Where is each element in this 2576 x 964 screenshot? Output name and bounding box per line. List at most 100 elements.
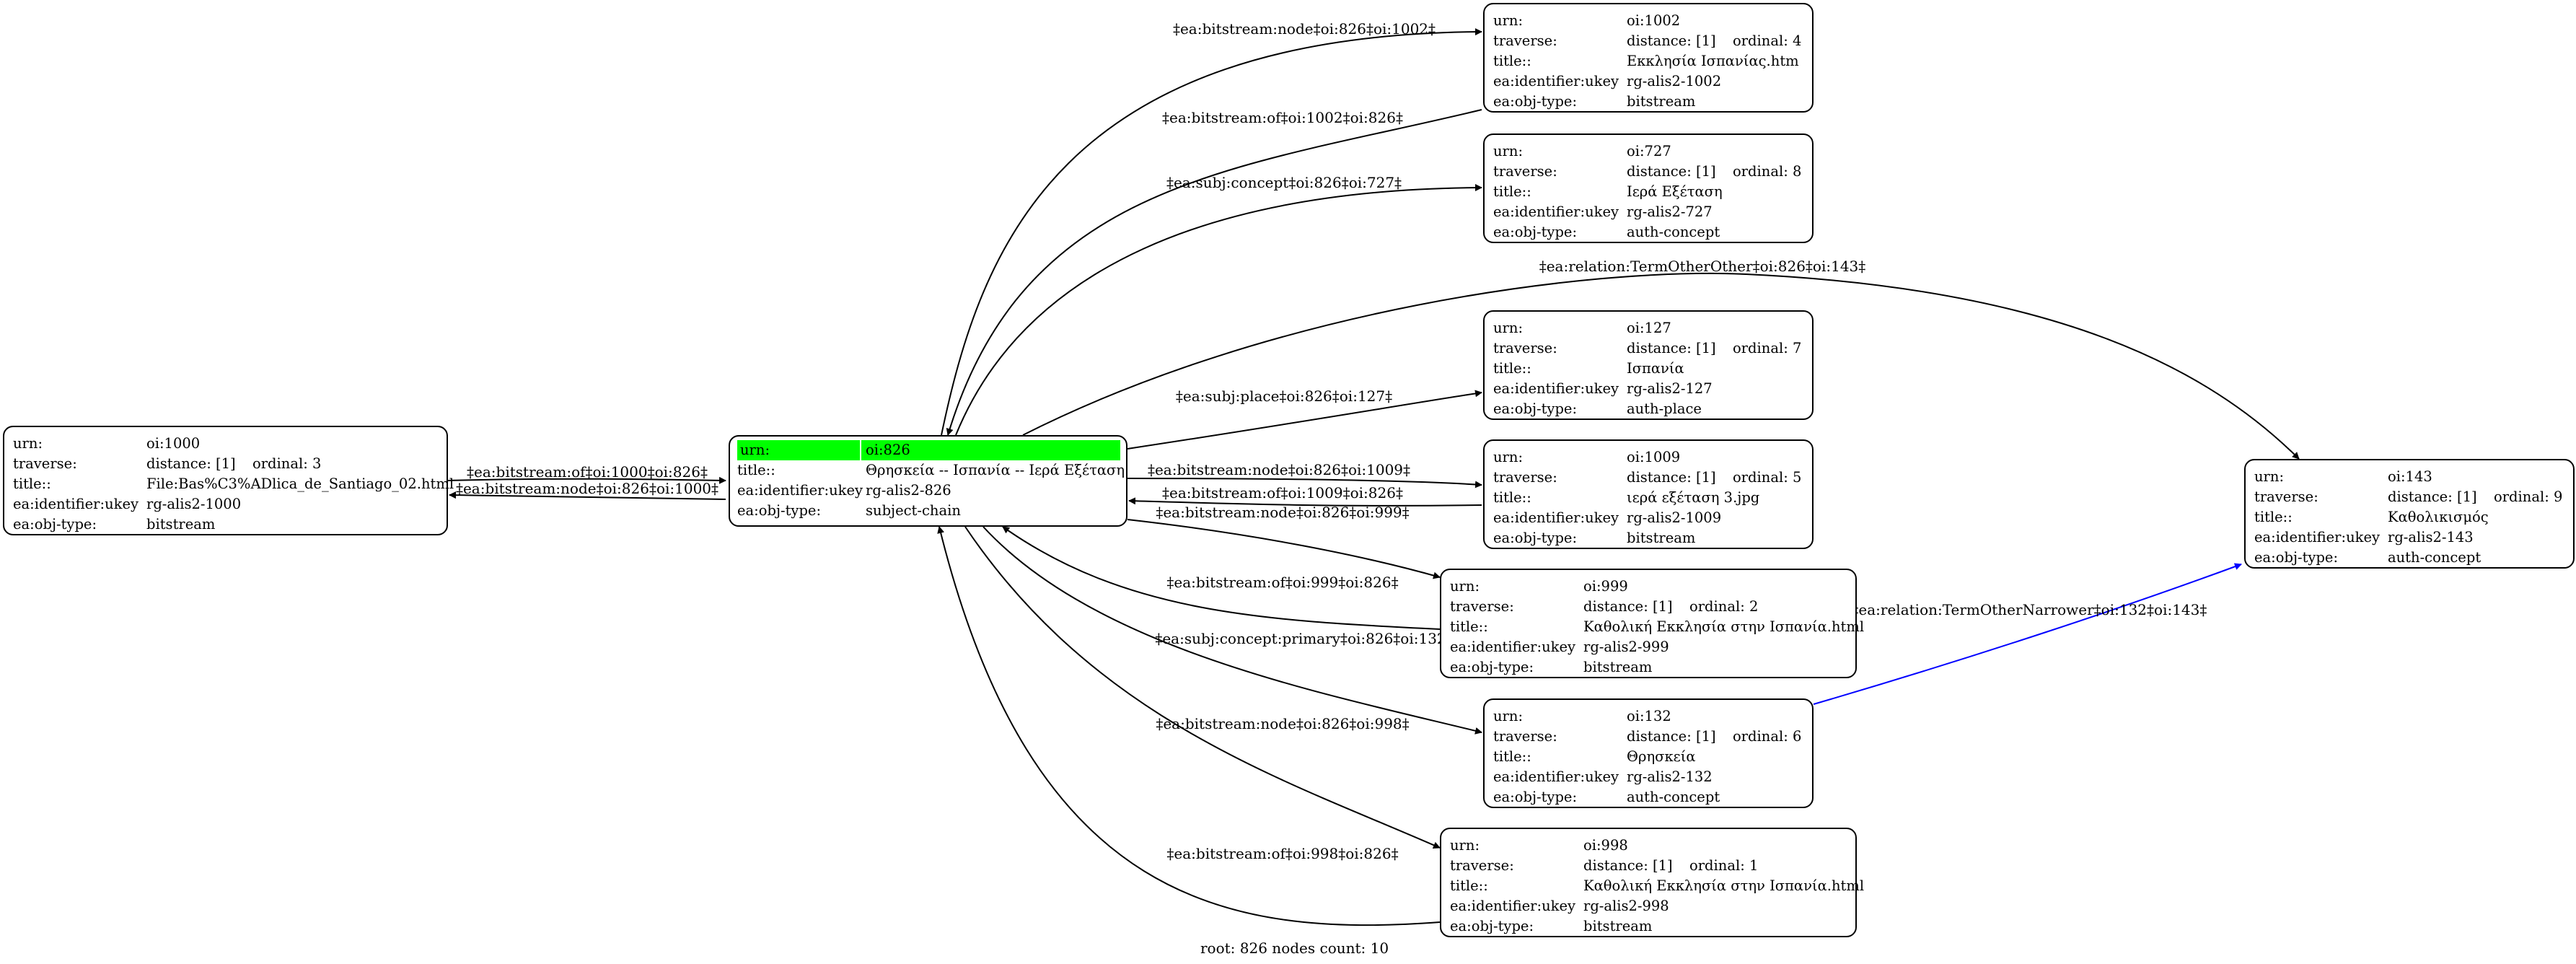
row-ordinal: ordinal: 5 xyxy=(1733,469,1802,486)
row-ordinal: ordinal: 6 xyxy=(1733,728,1802,745)
node-oi-127[interactable]: urn:oi:127 traverse:distance: [1]ordinal… xyxy=(1483,310,1814,420)
row-value: oi:826 xyxy=(866,442,910,458)
row-value: auth-concept xyxy=(1627,224,1720,240)
node-row: urn:oi:127 xyxy=(1493,318,1805,338)
row-value: rg-alis2-1000 xyxy=(146,496,242,512)
node-row: urn:oi:998 xyxy=(1450,836,1848,856)
row-key: ea:identifier:ukey xyxy=(13,496,139,512)
node-row: ea:obj-type:bitstream xyxy=(1493,92,1805,112)
row-ordinal: ordinal: 2 xyxy=(1689,598,1759,615)
node-oi-998[interactable]: urn:oi:998 traverse:distance: [1]ordinal… xyxy=(1440,828,1864,937)
row-value: rg-alis2-127 xyxy=(1627,380,1713,397)
edge-of-1002-826 xyxy=(946,109,1482,436)
node-row: traverse: distance: [1] ordinal: 2 xyxy=(1450,597,1848,617)
edge-label: ‡ea:bitstream:node‡oi:826‡oi:1002‡ xyxy=(1173,20,1436,38)
edge-label: ‡ea:bitstream:node‡oi:826‡oi:1009‡ xyxy=(1148,461,1410,478)
row-key: traverse: xyxy=(1493,163,1557,180)
row-key: ea:obj-type: xyxy=(1493,789,1578,805)
row-value: auth-concept xyxy=(1627,789,1720,805)
node-row: ea:identifier:ukey rg-alis2-999 xyxy=(1450,637,1848,657)
row-value: distance: [1] xyxy=(1583,598,1673,615)
row-value: rg-alis2-999 xyxy=(1583,639,1669,655)
node-row: ea:obj-type:bitstream xyxy=(1450,657,1848,678)
edge-node-826-1002 xyxy=(941,28,1482,436)
row-key: urn: xyxy=(1493,708,1524,724)
edge-place-826-127 xyxy=(1127,390,1482,450)
row-key: title:: xyxy=(13,476,51,492)
row-key: ea:obj-type: xyxy=(1493,93,1578,110)
node-row: title::Ιερά Εξέταση xyxy=(1493,182,1805,202)
row-value: ιερά εξέταση 3.jpg xyxy=(1627,489,1760,506)
row-value: distance: [1] xyxy=(1627,728,1716,745)
row-value: rg-alis2-143 xyxy=(2388,529,2474,545)
row-key: ea:identifier:ukey xyxy=(737,482,863,499)
node-oi-727[interactable]: urn:oi:727 traverse:distance: [1]ordinal… xyxy=(1483,133,1814,243)
row-value: Καθολική Εκκλησία στην Ισπανία.html xyxy=(1583,877,1865,894)
node-row: urn:oi:727 xyxy=(1493,141,1805,162)
row-key: urn: xyxy=(1450,578,1480,595)
row-key: ea:obj-type: xyxy=(13,516,97,533)
node-oi-1009[interactable]: urn:oi:1009 traverse:distance: [1]ordina… xyxy=(1483,439,1814,549)
node-oi-1002[interactable]: urn:oi:1002 traverse:distance: [1]ordina… xyxy=(1483,3,1814,113)
row-key: title:: xyxy=(1493,360,1531,377)
row-value: distance: [1] xyxy=(2388,488,2477,505)
graph-caption: root: 826 nodes count: 10 xyxy=(1200,939,1389,957)
row-value: rg-alis2-132 xyxy=(1627,768,1713,785)
row-value: distance: [1] xyxy=(1627,163,1716,180)
node-row: urn:oi:1002 xyxy=(1493,11,1805,31)
row-key: ea:obj-type: xyxy=(1450,659,1534,675)
row-key: ea:obj-type: xyxy=(1493,224,1578,240)
edge-subj-826-727 xyxy=(955,184,1482,436)
row-key: ea:obj-type: xyxy=(2254,549,2339,566)
row-value: Θρησκεία xyxy=(1627,748,1696,765)
edge-label: ‡ea:subj:concept:primary‡oi:826‡oi:132‡ xyxy=(1155,630,1453,647)
edge-node-826-998 xyxy=(964,526,1441,849)
node-oi-826-root[interactable]: urn:oi:826 title::Θρησκεία -- Ισπανία --… xyxy=(729,435,1127,527)
row-ordinal: ordinal: 9 xyxy=(2494,488,2563,505)
node-row: ea:obj-type: auth-concept xyxy=(1493,787,1805,807)
node-row: traverse: distance: [1] ordinal: 9 xyxy=(2254,487,2566,507)
edge-label: ‡ea:bitstream:of‡oi:1009‡oi:826‡ xyxy=(1162,484,1403,501)
row-value: oi:1002 xyxy=(1627,12,1681,29)
edge-label: ‡ea:subj:concept‡oi:826‡oi:727‡ xyxy=(1166,174,1402,191)
row-key: traverse: xyxy=(1450,598,1514,615)
node-row: title::Καθολικισμός xyxy=(2254,507,2566,527)
node-row: traverse:distance: [1]ordinal: 7 xyxy=(1493,338,1805,359)
node-row: ea:identifier:ukey rg-alis2-132 xyxy=(1493,767,1805,787)
root-highlight-row: urn:oi:826 xyxy=(737,440,1120,460)
row-key: traverse: xyxy=(2254,488,2318,505)
edge-of-998-826 xyxy=(937,526,1441,926)
row-value: Καθολικισμός xyxy=(2388,509,2489,525)
node-row: title::ιερά εξέταση 3.jpg xyxy=(1493,488,1805,508)
row-key: traverse: xyxy=(1493,728,1557,745)
node-row: title::Θρησκεία xyxy=(1493,747,1805,767)
node-row: traverse:distance: [1]ordinal: 1 xyxy=(1450,856,1848,876)
node-oi-999[interactable]: urn:oi:999 traverse:distance: [1]ordinal… xyxy=(1440,569,1864,678)
node-oi-143[interactable]: urn:oi:143 traverse:distance: [1]ordinal… xyxy=(2244,459,2575,569)
node-row: urn:oi:132 xyxy=(1493,706,1805,727)
row-value: auth-concept xyxy=(2388,549,2482,566)
row-key: ea:identifier:ukey xyxy=(1493,768,1619,785)
row-key: urn: xyxy=(2254,468,2285,485)
row-value: oi:1000 xyxy=(146,435,201,452)
row-value: rg-alis2-727 xyxy=(1627,203,1713,220)
row-key: ea:identifier:ukey xyxy=(1493,203,1619,220)
edge-node-826-1000 xyxy=(449,491,726,500)
edge-label: ‡ea:subj:place‡oi:826‡oi:127‡ xyxy=(1176,387,1392,405)
row-key: ea:identifier:ukey xyxy=(1450,898,1575,914)
row-value: Καθολική Εκκλησία στην Ισπανία.html xyxy=(1583,618,1865,635)
node-row: traverse: distance: [1] ordinal: 6 xyxy=(1493,727,1805,747)
row-key: ea:identifier:ukey xyxy=(1450,639,1575,655)
edge-label: ‡ea:bitstream:of‡oi:999‡oi:826‡ xyxy=(1166,574,1398,591)
row-key: urn: xyxy=(1493,320,1524,336)
row-key: title:: xyxy=(1450,877,1488,894)
edge-label: ‡ea:bitstream:of‡oi:1002‡oi:826‡ xyxy=(1162,109,1403,126)
edge-of-1009-826 xyxy=(1128,497,1482,507)
node-oi-1000[interactable]: urn:oi:1000 traverse:distance: [1]ordina… xyxy=(3,426,454,535)
node-row: urn:oi:1000 xyxy=(13,434,439,454)
node-row: urn:oi:1009 xyxy=(1493,447,1805,468)
node-oi-132[interactable]: urn:oi:132 traverse: distance: [1] ordinal… xyxy=(1483,698,1814,808)
